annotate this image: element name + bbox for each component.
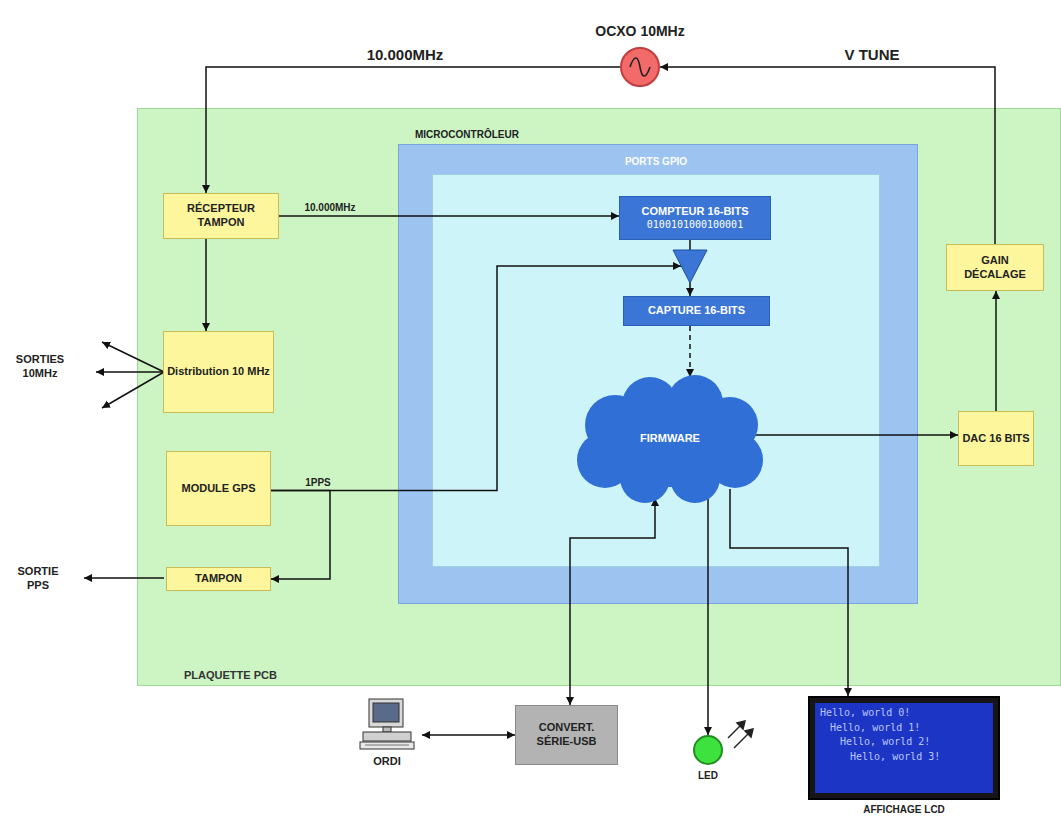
- counter-box: COMPTEUR 16-BITS0100101000100001: [619, 196, 771, 240]
- mcu-box: MICROCONTRÔLEURPORTS GPIOCOMPTEUR 16-BIT…: [398, 144, 918, 604]
- node-text: ORDI: [370, 755, 404, 769]
- node-text: DAC 16 BITS: [959, 432, 1032, 446]
- node-text: 0100101000100001: [644, 219, 746, 232]
- node-text: Distribution 10 MHz: [164, 365, 273, 379]
- edge-label: 10.000MHz: [304, 202, 355, 213]
- computer-node: ORDI: [352, 697, 422, 769]
- signal-label: SORTIES 10MHz: [10, 352, 70, 381]
- connector: [279, 215, 619, 217]
- node-text: CAPTURE 16-BITS: [645, 304, 748, 318]
- node-text: PLAQUETTE PCB: [184, 669, 277, 681]
- node-text: AFFICHAGE LCD: [863, 804, 945, 815]
- capture-box: CAPTURE 16-BITS: [623, 296, 770, 326]
- sine-symbol: [622, 49, 658, 85]
- buffer-box: RÉCEPTEUR TAMPON: [163, 193, 279, 239]
- oscillator-circle: OCXO 10MHz: [620, 47, 660, 87]
- buffer-box: TAMPON: [166, 567, 271, 591]
- led-rays: [728, 721, 753, 748]
- connector: [995, 291, 997, 411]
- signal-label: SORTIE PPS: [8, 564, 68, 593]
- node-text: Hello, world 1!: [830, 721, 988, 736]
- lcd-display: Hello, world 0!Hello, world 1!Hello, wor…: [808, 696, 1000, 800]
- computer-icon: [357, 697, 417, 751]
- node-text: Hello, world 2!: [840, 735, 988, 750]
- node-text: LED: [698, 770, 718, 781]
- node-text: RÉCEPTEUR TAMPON: [164, 202, 278, 230]
- firmware-cloud: FIRMWARE: [575, 375, 765, 503]
- lcd-screen: Hello, world 0!Hello, world 1!Hello, wor…: [815, 703, 993, 793]
- connector: [205, 239, 207, 331]
- signal-label: 1PPS: [305, 477, 331, 488]
- node-text: TAMPON: [192, 572, 245, 586]
- signal-label: V TUNE: [844, 46, 899, 63]
- node-text: Hello, world 3!: [850, 750, 988, 765]
- led-circle: LED: [693, 735, 723, 765]
- converter-box: CONVERT. SÉRIE-USB: [515, 705, 618, 765]
- dac-box: DAC 16 BITS: [958, 411, 1034, 466]
- connector: [707, 495, 709, 735]
- connector: [755, 434, 958, 436]
- pcb-board: PLAQUETTE PCB RÉCEPTEUR TAMPON Distributio…: [137, 108, 1061, 686]
- gpio-box: PORTS GPIOCOMPTEUR 16-BITS01001010001000…: [432, 174, 880, 567]
- node-text: MODULE GPS: [179, 482, 259, 496]
- connector: [422, 734, 515, 736]
- distribution-box: Distribution 10 MHz: [163, 331, 274, 413]
- node-text: PORTS GPIO: [625, 156, 687, 167]
- gain-box: GAIN DÉCALAGE: [946, 244, 1044, 291]
- edge-label: 10.000MHz: [367, 46, 444, 63]
- node-text: MICROCONTRÔLEUR: [415, 129, 519, 140]
- gps-box: MODULE GPS: [166, 451, 271, 526]
- node-text: OCXO 10MHz: [595, 23, 684, 39]
- node-text: FIRMWARE: [637, 432, 703, 446]
- node-text: GAIN DÉCALAGE: [947, 254, 1043, 282]
- node-text: COMPTEUR 16-BITS: [639, 205, 752, 219]
- node-text: CONVERT. SÉRIE-USB: [516, 721, 617, 749]
- node-text: Hello, world 0!: [820, 706, 988, 721]
